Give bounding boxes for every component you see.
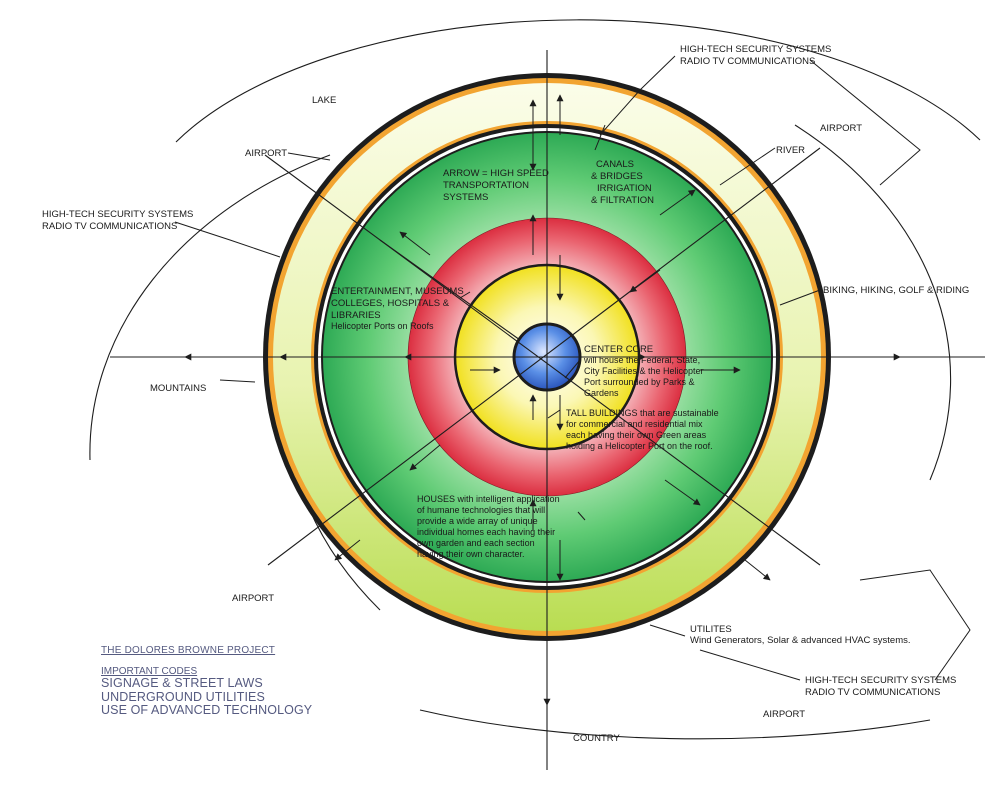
security-left-line-2: RADIO TV COMMUNICATIONS (42, 221, 177, 232)
security-top-line-1: HIGH-TECH SECURITY SYSTEMS (680, 44, 831, 55)
security-bottom-line-2: RADIO TV COMMUNICATIONS (805, 687, 940, 698)
center-core-line-4: Port surrounded by Parks & (584, 377, 695, 387)
canals-line-4: & FILTRATION (591, 195, 654, 206)
code-item: SIGNAGE & STREET LAWS (101, 676, 263, 690)
label-river: RIVER (776, 145, 805, 156)
houses-line-5: own garden and each section (417, 538, 535, 548)
arrow-note-line-3: SYSTEMS (443, 192, 488, 203)
important-codes-heading: IMPORTANT CODES (101, 666, 198, 677)
houses-line-2: of humane technologies that will (417, 505, 545, 515)
security-left-line-1: HIGH-TECH SECURITY SYSTEMS (42, 209, 193, 220)
tall-buildings-line-3: each having their own Green areas (566, 430, 707, 440)
entertainment-line-3: LIBRARIES (331, 310, 381, 321)
houses-line-1: HOUSES with intelligent application (417, 494, 560, 504)
center-core-line-5: Gardens (584, 388, 619, 398)
label-lake: LAKE (312, 95, 336, 106)
houses-line-6: having their own character. (417, 549, 525, 559)
utilities-detail: Wind Generators, Solar & advanced HVAC s… (690, 635, 911, 646)
label-mountains: MOUNTAINS (150, 383, 206, 394)
label-airport-right: AIRPORT (820, 123, 862, 134)
label-country: COUNTRY (573, 733, 620, 744)
utilities-heading: UTILITES (690, 624, 732, 635)
center-core-line-2: will house the Federal, State, (583, 355, 700, 365)
axis-lines (110, 50, 985, 770)
canals-line-2: & BRIDGES (591, 171, 643, 182)
security-top-line-2: RADIO TV COMMUNICATIONS (680, 56, 815, 67)
label-airport-bottom-left: AIRPORT (232, 593, 274, 604)
transport-arrows (184, 94, 901, 706)
code-item: UNDERGROUND UTILITIES (101, 689, 265, 704)
label-airport-bottom-right: AIRPORT (763, 709, 805, 720)
project-legend: THE DOLORES BROWNE PROJECT IMPORTANT COD… (101, 645, 312, 718)
code-item: USE OF ADVANCED TECHNOLOGY (101, 703, 313, 717)
callout-lines (174, 55, 971, 681)
arrow-note-line-1: ARROW = HIGH SPEED (443, 168, 549, 179)
entertainment-line-2: COLLEGES, HOSPITALS & (331, 298, 450, 309)
entertainment-line-4: Helicopter Ports on Roofs (331, 321, 434, 331)
tall-buildings-line-1: TALL BUILDINGS that are sustainable (566, 408, 719, 418)
center-core-line-3: City Facilities & the Helicopter (584, 366, 704, 376)
tall-buildings-line-4: holding a Helicopter Port on the roof. (566, 441, 713, 451)
canals-line-3: IRRIGATION (597, 183, 652, 194)
houses-line-4: individual homes each having their (417, 527, 555, 537)
arrow-note-line-2: TRANSPORTATION (443, 180, 529, 191)
label-biking: BIKING, HIKING, GOLF & RIDING (823, 285, 969, 296)
entertainment-line-1: ENTERTAINMENT, MUSEUMS (331, 286, 464, 297)
security-bottom-line-1: HIGH-TECH SECURITY SYSTEMS (805, 675, 956, 686)
project-title: THE DOLORES BROWNE PROJECT (101, 645, 276, 656)
canals-line-1: CANALS (596, 159, 634, 170)
houses-line-3: provide a wide array of unique (417, 516, 538, 526)
tall-buildings-line-2: for commercial and residential mix (566, 419, 703, 429)
label-airport-top-left: AIRPORT (245, 148, 287, 159)
center-core-line-1: CENTER CORE (584, 344, 653, 355)
